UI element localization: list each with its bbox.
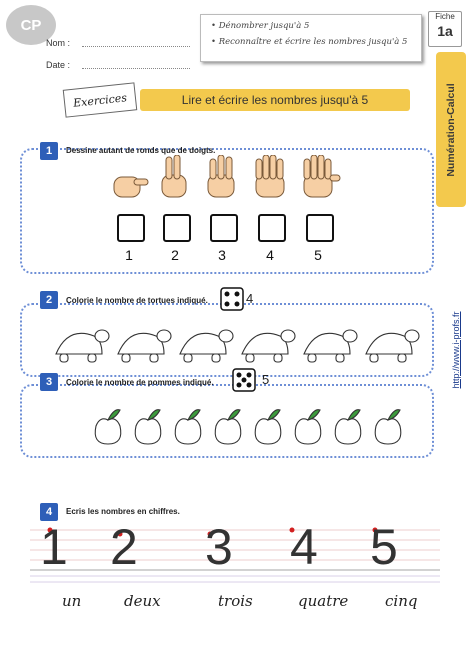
answer-box-4[interactable] — [258, 214, 286, 242]
hand-five-fingers-icon — [303, 155, 341, 198]
hand-four-fingers-icon — [255, 155, 285, 198]
count-label-1: 1 — [125, 247, 133, 263]
exercise-3-target: 5 — [262, 372, 270, 387]
exercise-2-instruction: Colorie le nombre de tortues indiqué. — [66, 296, 208, 305]
number-word-1: un — [62, 592, 82, 610]
count-label-4: 4 — [266, 247, 274, 263]
turtle-icon[interactable] — [303, 329, 358, 363]
name-field[interactable] — [82, 46, 190, 47]
count-label-5: 5 — [314, 247, 322, 263]
trace-digit-2: 2 — [110, 519, 138, 575]
trace-digit-5: 5 — [370, 519, 398, 575]
answer-box-3[interactable] — [210, 214, 238, 242]
turtle-icon[interactable] — [365, 329, 420, 363]
turtle-icon[interactable] — [55, 329, 110, 363]
subject-label: Numération-Calcul — [445, 83, 457, 177]
exercise-2-badge: 2 — [40, 291, 58, 309]
objective-2: • Reconnaître et écrire les nombres jusq… — [211, 37, 408, 47]
apples-row — [94, 409, 402, 445]
fiche-number: 1a — [437, 23, 453, 39]
apple-icon[interactable] — [294, 409, 322, 445]
exercise-3-frame — [20, 384, 434, 458]
count-label-3: 3 — [218, 247, 226, 263]
exercise-2-target: 4 — [246, 291, 254, 306]
objectives-box: • Dénombrer jusqu'à 5 • Reconnaître et é… — [200, 14, 422, 62]
die-four-icon — [220, 287, 244, 311]
apple-icon[interactable] — [374, 409, 402, 445]
number-word-4: quatre — [298, 592, 349, 610]
writing-lines — [30, 527, 440, 583]
answer-box-1[interactable] — [117, 214, 145, 242]
number-word-3: trois — [218, 592, 253, 610]
apple-icon[interactable] — [214, 409, 242, 445]
turtles-row — [55, 329, 420, 363]
apple-icon[interactable] — [334, 409, 362, 445]
page-title: Lire et écrire les nombres jusqu'à 5 — [140, 89, 410, 111]
die-five-icon — [232, 368, 256, 392]
trace-digit-1: 1 — [40, 519, 68, 575]
exercise-3-instruction: Colorie le nombre de pommes indiqué. — [66, 378, 214, 387]
number-word-5: cinq — [385, 592, 418, 610]
fiche-label: Fiche — [435, 12, 455, 21]
exercise-1-badge: 1 — [40, 142, 58, 160]
hand-two-fingers-icon — [161, 155, 187, 198]
hands-row — [113, 155, 341, 198]
answer-box-2[interactable] — [163, 214, 191, 242]
level-badge: CP — [6, 5, 56, 45]
hand-one-finger-icon — [113, 176, 149, 198]
turtle-icon[interactable] — [241, 329, 296, 363]
turtle-icon[interactable] — [179, 329, 234, 363]
apple-icon[interactable] — [174, 409, 202, 445]
name-label: Nom : — [46, 38, 71, 48]
exercises-tag: Exercices — [62, 82, 138, 118]
hand-three-fingers-icon — [207, 155, 235, 198]
trace-digit-3: 3 — [205, 519, 233, 575]
apple-icon[interactable] — [254, 409, 282, 445]
date-field[interactable] — [82, 68, 190, 69]
subject-sidebar — [436, 52, 466, 207]
date-label: Date : — [46, 60, 71, 70]
exercise-4-badge: 4 — [40, 503, 58, 521]
apple-icon[interactable] — [134, 409, 162, 445]
exercise-4-instruction: Ecris les nombres en chiffres. — [66, 507, 180, 516]
exercise-3-badge: 3 — [40, 373, 58, 391]
count-label-2: 2 — [171, 247, 179, 263]
exercise-1-instruction: Dessine autant de ronds que de doigts. — [66, 146, 216, 155]
trace-digit-4: 4 — [290, 519, 318, 575]
objective-1: • Dénombrer jusqu'à 5 — [211, 21, 310, 31]
turtle-icon[interactable] — [117, 329, 172, 363]
answer-box-5[interactable] — [306, 214, 334, 242]
source-link[interactable]: http://www.i-profs.fr — [451, 311, 461, 389]
number-word-2: deux — [124, 592, 161, 610]
exercise-1-frame — [20, 148, 434, 274]
apple-icon[interactable] — [94, 409, 122, 445]
fiche-tag: Fiche 1a — [428, 11, 462, 47]
